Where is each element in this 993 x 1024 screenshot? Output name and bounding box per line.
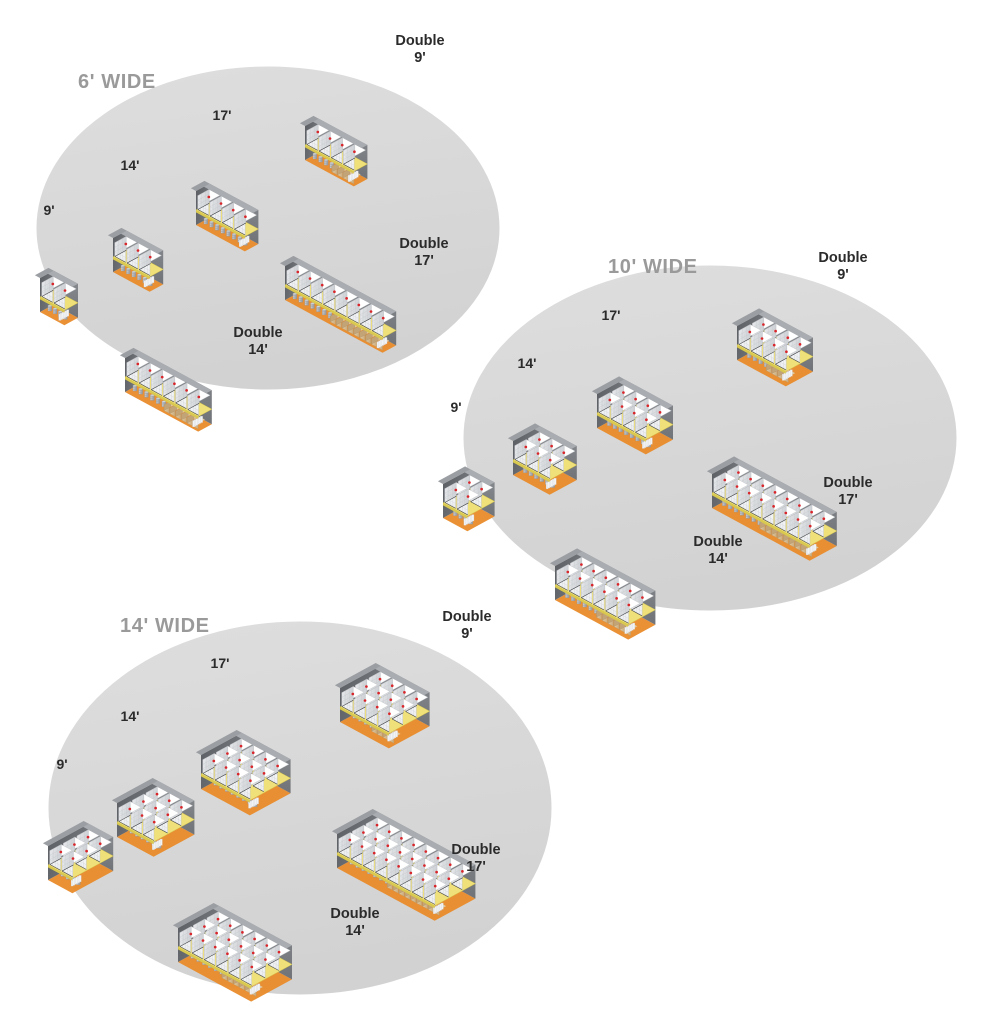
group-6-wide [34,115,397,432]
container-unit [34,267,79,326]
container-unit [706,456,838,561]
container-unit [107,227,164,292]
unit-label: 17' [211,655,230,671]
container-unit [190,180,259,252]
unit-label: 9' [450,399,461,415]
container-unit [334,663,431,749]
unit-label: 9' [56,756,67,772]
container-unit [437,466,496,532]
group-title: 6' WIDE [78,71,156,93]
container-unit [591,376,674,455]
unit-label: 9' [43,202,54,218]
unit-label: 14' [518,355,537,371]
unit-label: 17' [213,107,232,123]
container-unit [195,730,292,816]
group-14-wide [42,663,476,1002]
container-unit [299,115,368,187]
container-unit [279,255,397,353]
container-unit [507,423,578,495]
group-title: 10' WIDE [608,256,698,278]
container-unit [331,809,476,921]
group-title: 14' WIDE [120,615,210,637]
container-unit [42,821,114,894]
container-unit [172,903,293,1002]
group-units [34,115,838,1002]
unit-label: 17' [602,307,621,323]
unit-label: 14' [121,157,140,173]
container-unit [549,548,656,640]
container-unit [111,778,195,857]
container-unit [731,308,814,387]
container-unit [119,347,213,432]
group-backdrop-ellipse [29,59,507,397]
unit-label: 14' [121,708,140,724]
group-10-wide [437,308,838,640]
